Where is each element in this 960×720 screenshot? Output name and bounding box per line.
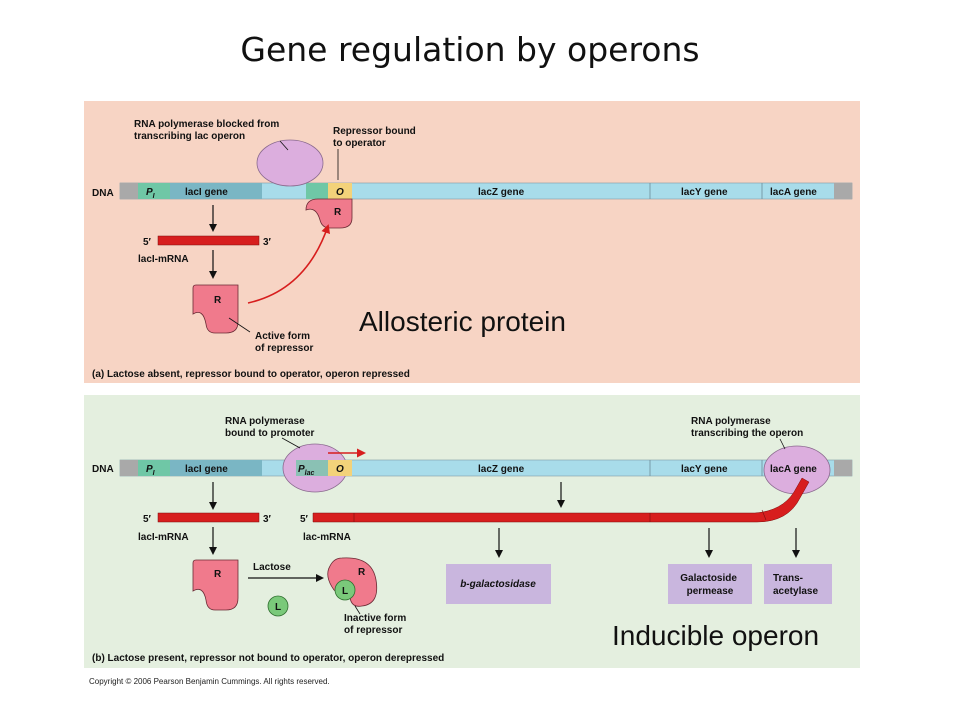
active-repressor bbox=[192, 284, 239, 334]
enzyme-box-permease bbox=[668, 564, 752, 604]
inactive-repressor-note: Inactive form of repressor bbox=[344, 613, 409, 636]
active-repressor-note: Active form of repressor bbox=[255, 331, 313, 354]
laci-mrna-a bbox=[157, 235, 260, 246]
polymerase-transcribing-note: RNA polymerase transcribing the operon bbox=[691, 416, 803, 439]
plac-label: Plac bbox=[298, 464, 315, 477]
dna-label-b: DNA bbox=[92, 464, 114, 475]
pointer-line bbox=[228, 317, 251, 333]
polymerase-blocked-note: RNA polymerase blocked from transcribing… bbox=[134, 119, 282, 142]
binding-arrow bbox=[247, 224, 330, 304]
laci-mrna-b bbox=[157, 512, 260, 523]
dna-label-a: DNA bbox=[92, 188, 114, 199]
lacy-gene-label-b: lacY gene bbox=[681, 464, 728, 475]
three-prime-b: 3′ bbox=[263, 514, 272, 525]
repressor-letter-inactive: R bbox=[358, 567, 366, 578]
lac-mrna bbox=[312, 477, 810, 523]
page-title: Gene regulation by operons bbox=[240, 30, 700, 69]
lac-mrna-label: lac-mRNA bbox=[303, 532, 351, 543]
operator-label-a: O bbox=[336, 187, 344, 198]
pointer-line bbox=[281, 437, 301, 449]
laca-gene-label-b: lacA gene bbox=[770, 464, 817, 475]
callout-inducible: Inducible operon bbox=[612, 620, 820, 651]
operator-b bbox=[328, 460, 352, 476]
laci-gene-label-a: lacI gene bbox=[185, 187, 228, 198]
lactose-label: Lactose bbox=[253, 562, 291, 573]
copyright-line: Copyright © 2006 Pearson Benjamin Cummin… bbox=[89, 677, 330, 686]
enzyme-box-acetylase bbox=[764, 564, 832, 604]
inducer-letter: L bbox=[275, 602, 281, 613]
repressor-bound bbox=[305, 198, 353, 229]
lacy-gene-label-a: lacY gene bbox=[681, 187, 728, 198]
pointer-line bbox=[279, 140, 289, 151]
repressor-letter-a: R bbox=[334, 207, 342, 218]
repressor-letter-b: R bbox=[214, 569, 222, 580]
caption-b: (b) Lactose present, repressor not bound… bbox=[92, 653, 444, 664]
polymerase-promoter-note: RNA polymerase bound to promoter bbox=[225, 416, 315, 439]
dna-strand-a bbox=[119, 182, 853, 200]
laci-mrna-label-b: lacI-mRNA bbox=[138, 532, 189, 543]
lacz-gene-label-b: lacZ gene bbox=[478, 464, 525, 475]
five-prime-lac: 5′ bbox=[300, 514, 309, 525]
inducer-lactose bbox=[267, 595, 289, 617]
bound-inducer bbox=[334, 579, 356, 601]
enzyme-box-galactosidase bbox=[446, 564, 551, 604]
laci-mrna-label-a: lacI-mRNA bbox=[138, 254, 189, 265]
five-prime-b: 5′ bbox=[143, 514, 152, 525]
bound-inducer-letter: L bbox=[342, 586, 348, 597]
three-prime-a: 3′ bbox=[263, 237, 272, 248]
repressor-letter-active: R bbox=[214, 295, 222, 306]
enzyme-permease: Galactoside permease bbox=[680, 573, 739, 597]
laca-gene-label-a: lacA gene bbox=[770, 187, 817, 198]
callout-allosteric: Allosteric protein bbox=[359, 306, 566, 337]
caption-a: (a) Lactose absent, repressor bound to o… bbox=[92, 369, 410, 380]
mrna-divider bbox=[761, 509, 767, 521]
enzyme-galactosidase: b-galactosidase bbox=[460, 579, 536, 590]
enzyme-acetylase: Trans- acetylase bbox=[773, 573, 818, 597]
repressor-b bbox=[192, 559, 239, 611]
repressor-bound-note: Repressor bound to operator bbox=[333, 126, 419, 149]
lacz-gene-label-a: lacZ gene bbox=[478, 187, 525, 198]
rna-polymerase-blocked bbox=[256, 139, 324, 187]
inactive-repressor bbox=[327, 557, 378, 607]
pointer-line bbox=[354, 605, 361, 615]
promoter-label-b: PI bbox=[146, 464, 156, 477]
plac-region bbox=[296, 460, 328, 476]
five-prime-a: 5′ bbox=[143, 237, 152, 248]
operator-label-b: O bbox=[336, 464, 344, 475]
pointer-line bbox=[779, 438, 786, 450]
promoter-label-a: PI bbox=[146, 187, 156, 200]
laci-gene-label-b: lacI gene bbox=[185, 464, 228, 475]
